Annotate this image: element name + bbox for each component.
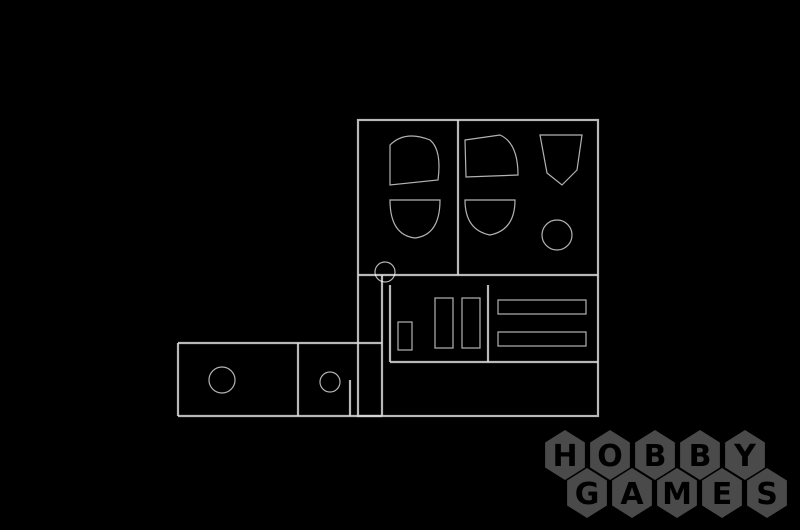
sprue-frame [176, 118, 600, 418]
logo-letter: Y [733, 439, 757, 474]
logo-letter: B [689, 439, 712, 474]
logo-letter: H [552, 439, 577, 474]
logo-hex [725, 430, 765, 480]
logo-letter: A [620, 477, 644, 512]
sprue-parts [208, 134, 587, 394]
logo-hex [657, 468, 697, 518]
logo-hex [567, 468, 607, 518]
logo-letter: E [712, 477, 733, 512]
logo-hex [635, 430, 675, 480]
logo-hex [747, 468, 787, 518]
logo-letter: M [662, 477, 692, 512]
logo-letter: B [644, 439, 667, 474]
logo-hex [680, 430, 720, 480]
logo-hex [590, 430, 630, 480]
logo-letter: O [597, 439, 623, 474]
logo-letter: S [756, 477, 778, 512]
logo-hex [702, 468, 742, 518]
logo-letter: G [575, 477, 600, 512]
logo-hex [545, 430, 585, 480]
logo-hex [612, 468, 652, 518]
